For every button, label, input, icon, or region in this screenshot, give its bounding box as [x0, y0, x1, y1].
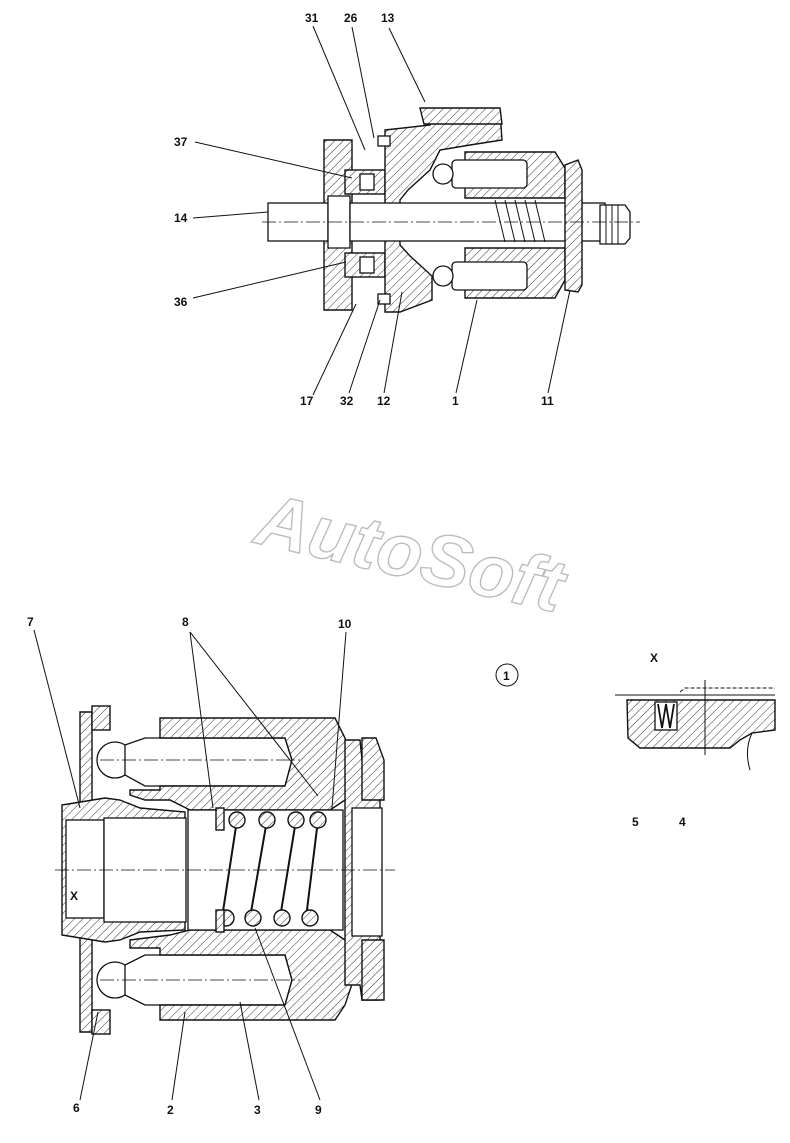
callout-10: 10: [338, 617, 352, 631]
callout-37: 37: [174, 135, 188, 149]
watermark-text: AutoSoft: [247, 477, 575, 629]
bottom-leader-lines: [33, 629, 347, 1101]
circled-marker: [495, 663, 519, 687]
callout-4: 4: [679, 815, 686, 829]
callout-2: 2: [167, 1103, 174, 1117]
bottom-callouts: 7 8 10 6 2 3 9 X: [27, 615, 352, 1117]
section-marker-x: X: [70, 889, 78, 903]
callout-14: 14: [174, 211, 188, 225]
callout-11: 11: [541, 394, 554, 408]
callout-32: 32: [340, 394, 354, 408]
top-leader-lines: [192, 25, 571, 396]
callout-13: 13: [381, 11, 395, 25]
top-assembly-drawing: [262, 107, 640, 313]
callout-26: 26: [344, 11, 358, 25]
top-callouts: 31 26 13 37 14 36 17 32 12 1 11: [174, 11, 554, 408]
callout-9: 9: [315, 1103, 322, 1117]
callout-8: 8: [182, 615, 189, 629]
callout-31: 31: [305, 11, 319, 25]
callout-17: 17: [300, 394, 314, 408]
callout-12: 12: [377, 394, 391, 408]
bottom-assembly-drawing: [55, 705, 395, 1035]
callout-1: 1: [452, 394, 459, 408]
detail-x-drawing: 1 X 5 4: [495, 651, 776, 829]
detail-title: X: [650, 651, 658, 665]
callout-5: 5: [632, 815, 639, 829]
circled-marker-label: 1: [503, 669, 510, 683]
callout-36: 36: [174, 295, 188, 309]
callout-7: 7: [27, 615, 34, 629]
callout-6: 6: [73, 1101, 80, 1115]
callout-3: 3: [254, 1103, 261, 1117]
